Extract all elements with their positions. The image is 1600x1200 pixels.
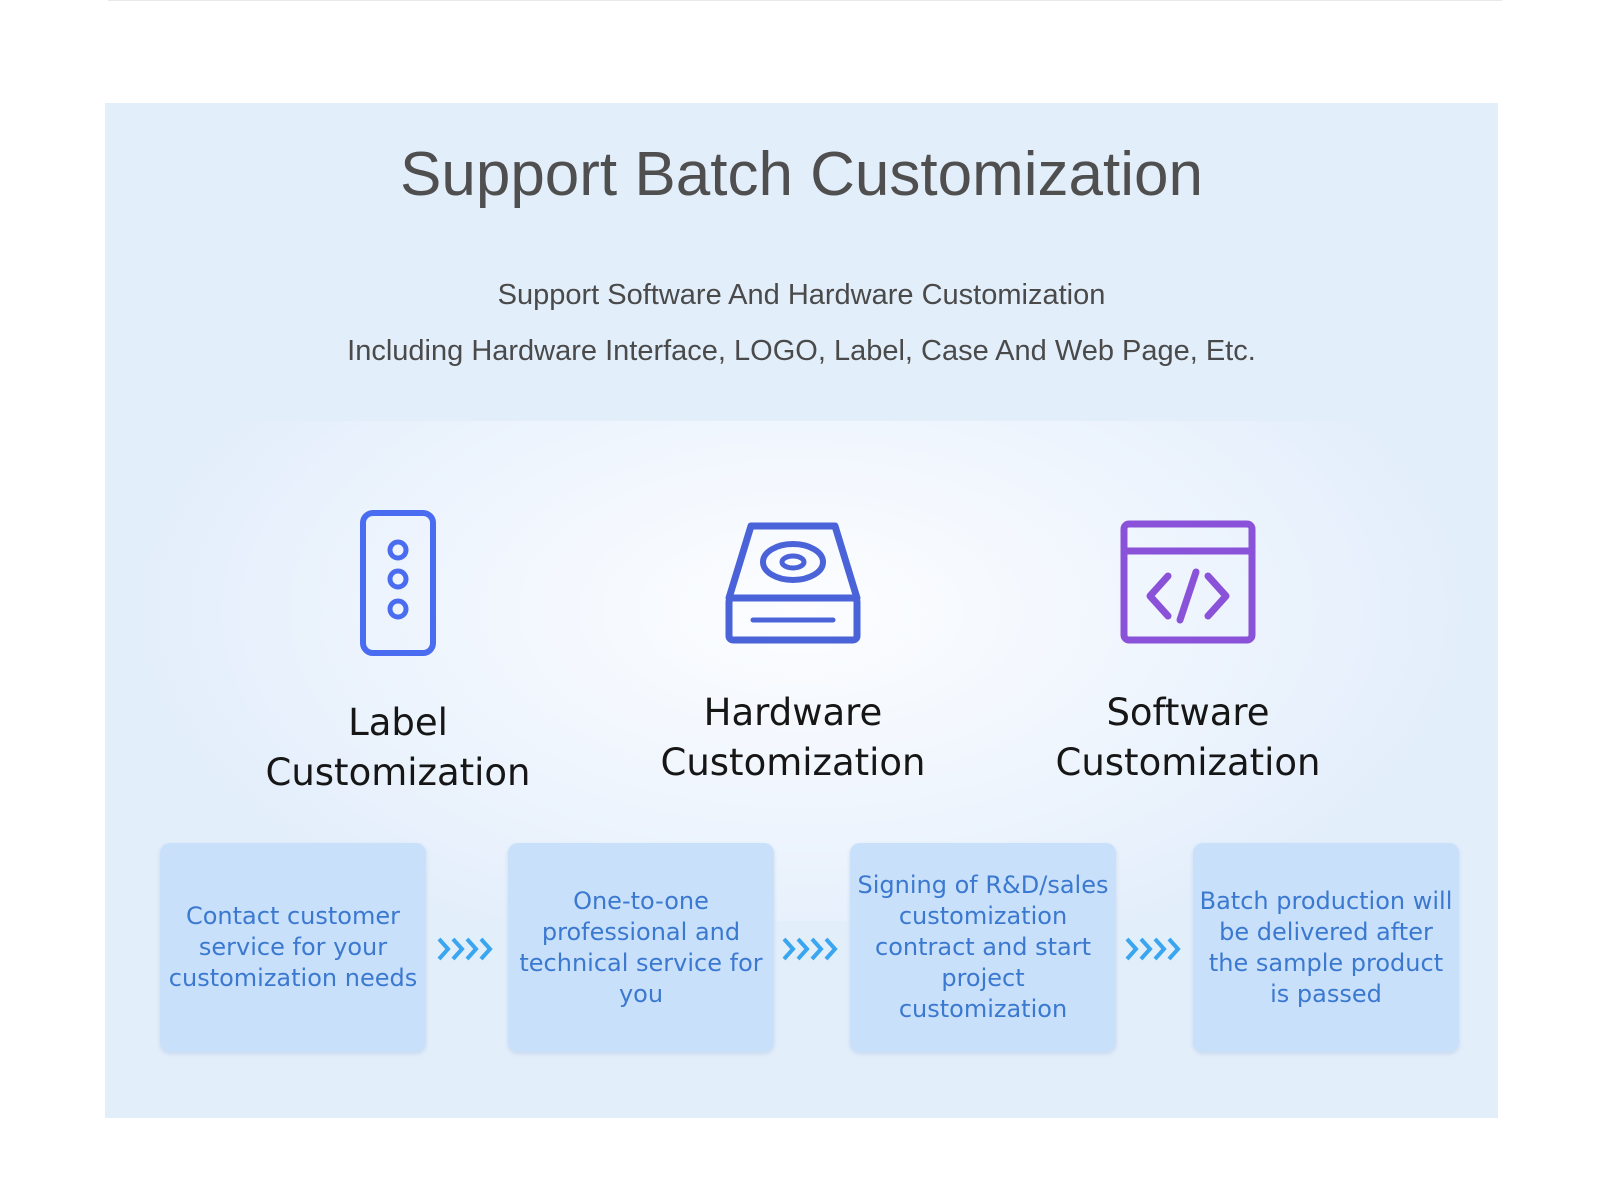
step-text: Signing of R&D/sales customization contr…: [857, 871, 1109, 1023]
feature-title-line1: Label: [348, 701, 448, 744]
customization-panel: Support Batch Customization Support Soft…: [105, 103, 1498, 1118]
feature-title-line2: Customization: [660, 741, 926, 784]
process-steps: Contact customer service for your custom…: [105, 843, 1498, 1058]
feature-title-line1: Hardware: [703, 691, 883, 734]
chevrons-right-icon: [1125, 937, 1181, 961]
feature-title: Hardware Customization: [623, 688, 963, 788]
code-window-icon: [1120, 520, 1256, 644]
subtitle-line-2: Including Hardware Interface, LOGO, Labe…: [347, 335, 1256, 367]
subtitle-line-1: Support Software And Hardware Customizat…: [497, 279, 1106, 311]
chevrons-right-icon: [437, 937, 493, 961]
feature-title-line1: Software: [1106, 691, 1270, 734]
feature-title: Label Customization: [228, 698, 568, 798]
page-title: Support Batch Customization: [400, 140, 1203, 209]
feature-title: Software Customization: [1018, 688, 1358, 788]
step-text: Batch production will be delivered after…: [1199, 886, 1453, 1008]
step-batch-production: Batch production will be delivered after…: [1193, 843, 1459, 1052]
feature-label-customization: Label Customization: [228, 508, 568, 798]
step-one-to-one-service: One-to-one professional and technical se…: [508, 843, 774, 1052]
chevrons-right-icon: [782, 937, 838, 961]
feature-title-line2: Customization: [265, 751, 531, 794]
hard-drive-icon: [725, 522, 861, 644]
step-text: Contact customer service for your custom…: [168, 902, 418, 992]
step-contact-service: Contact customer service for your custom…: [160, 843, 426, 1052]
step-sign-contract: Signing of R&D/sales customization contr…: [850, 843, 1116, 1052]
step-text: One-to-one professional and technical se…: [519, 886, 763, 1008]
top-divider: [108, 0, 1502, 1]
feature-hardware-customization: Hardware Customization: [623, 518, 963, 788]
feature-title-line2: Customization: [1055, 741, 1321, 784]
label-icon: [360, 510, 436, 656]
feature-software-customization: Software Customization: [1018, 518, 1358, 788]
